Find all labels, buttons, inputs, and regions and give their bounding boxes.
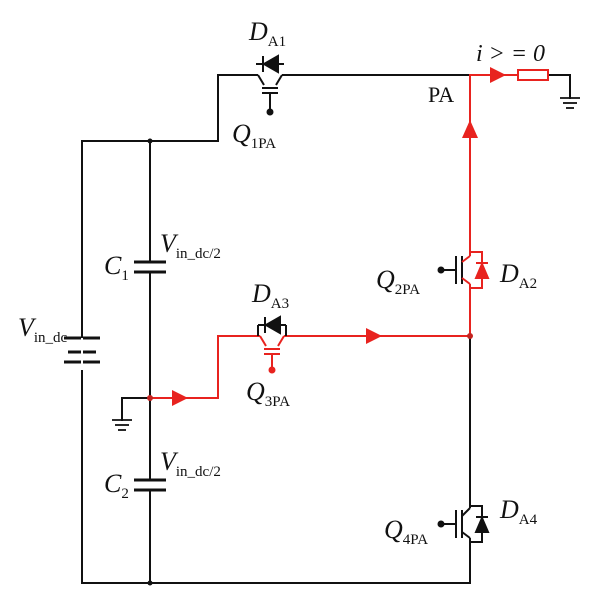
q2pa-igbt-symbol bbox=[437, 250, 471, 290]
label-da4: DA4 bbox=[499, 495, 538, 528]
capacitor-c2-symbol bbox=[134, 478, 166, 492]
label-q3pa: Q3PA bbox=[246, 377, 290, 410]
junction-dot bbox=[147, 138, 153, 144]
label-q1pa: Q1PA bbox=[232, 119, 276, 152]
label-current: i > = 0 bbox=[476, 41, 545, 67]
q1pa-igbt-symbol bbox=[250, 74, 290, 116]
black-wiring bbox=[81, 74, 571, 584]
current-arrow-icon bbox=[462, 120, 478, 138]
current-arrow-icon bbox=[366, 328, 382, 344]
label-da2: DA2 bbox=[499, 259, 537, 292]
label-pa: PA bbox=[428, 82, 454, 107]
label-da3: DA3 bbox=[251, 279, 289, 312]
current-arrow-icon bbox=[490, 67, 506, 83]
da1-diode-symbol bbox=[256, 54, 284, 74]
load-resistor-symbol bbox=[517, 69, 549, 81]
label-c2: C2 bbox=[104, 469, 129, 502]
capacitor-c1-symbol bbox=[134, 260, 166, 274]
label-q4pa: Q4PA bbox=[384, 515, 428, 548]
ground-symbol bbox=[112, 419, 132, 431]
label-vc1: Vin_dc/2 bbox=[160, 229, 221, 262]
label-c1: C1 bbox=[104, 251, 129, 284]
label-vin: Vin_dc bbox=[18, 313, 68, 346]
junction-dot bbox=[147, 395, 153, 401]
junction-dot bbox=[467, 333, 473, 339]
label-vc2: Vin_dc/2 bbox=[160, 447, 221, 480]
junction-dot bbox=[147, 580, 153, 586]
q3pa-igbt-symbol bbox=[252, 335, 292, 374]
ground-symbol bbox=[560, 97, 580, 109]
current-path bbox=[149, 67, 549, 406]
q4pa-igbt-symbol bbox=[437, 500, 471, 546]
dc-source-symbol bbox=[64, 336, 100, 370]
da4-diode-symbol bbox=[470, 505, 490, 543]
label-da1: DA1 bbox=[248, 17, 286, 50]
current-arrow-icon bbox=[172, 390, 188, 406]
da3-diode-symbol bbox=[257, 315, 287, 336]
label-q2pa: Q2PA bbox=[376, 265, 420, 298]
da2-diode-symbol bbox=[470, 251, 490, 289]
